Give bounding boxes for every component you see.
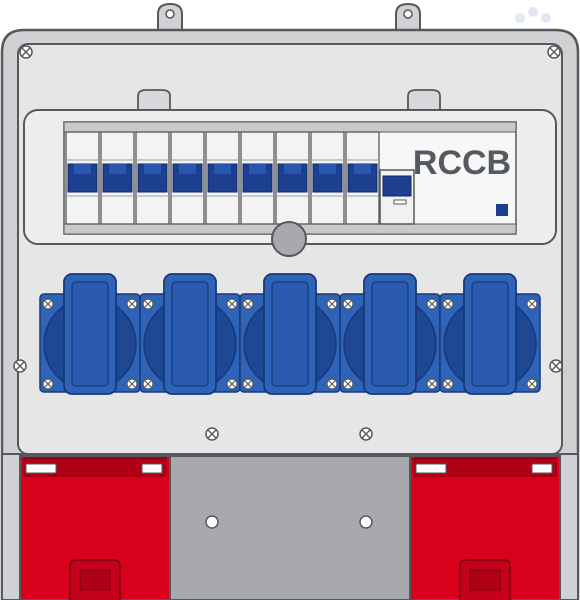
screw-icon <box>526 298 538 310</box>
screw-icon <box>342 378 354 390</box>
rccb-switch <box>379 169 415 225</box>
screw-icon <box>42 298 54 310</box>
schuko-socket <box>139 273 241 395</box>
circuit-breaker <box>100 131 135 225</box>
screw-icon <box>547 45 561 59</box>
screw-icon <box>19 45 33 59</box>
schuko-socket <box>339 273 441 395</box>
screw-icon <box>442 378 454 390</box>
screw-icon <box>242 298 254 310</box>
screw-icon <box>242 378 254 390</box>
circuit-breaker <box>275 131 310 225</box>
breaker-row <box>65 131 380 225</box>
cover-knob <box>271 221 307 257</box>
screw-icon <box>126 378 138 390</box>
indicator-square <box>496 204 508 216</box>
screw-icon <box>142 378 154 390</box>
screw-icon <box>226 298 238 310</box>
screw-icon <box>359 427 373 441</box>
screw-icon <box>42 378 54 390</box>
screw-icon <box>142 298 154 310</box>
rccb-label: RCCB <box>413 144 511 182</box>
circuit-breaker <box>310 131 345 225</box>
screw-icon <box>426 298 438 310</box>
screw-icon <box>342 298 354 310</box>
schuko-socket <box>439 273 541 395</box>
screw-icon <box>326 378 338 390</box>
circuit-breaker <box>170 131 205 225</box>
cover-plate <box>169 455 411 600</box>
plate-hole-left <box>205 515 219 529</box>
circuit-breaker <box>135 131 170 225</box>
mounting-lug-right <box>395 2 421 31</box>
cee-socket-right <box>409 455 561 600</box>
mounting-lug-left <box>157 2 183 31</box>
screw-icon <box>442 298 454 310</box>
screw-icon <box>126 298 138 310</box>
socket-row <box>39 273 541 395</box>
schuko-socket <box>39 273 141 395</box>
screw-icon <box>426 378 438 390</box>
screw-icon <box>226 378 238 390</box>
circuit-breaker <box>240 131 275 225</box>
screw-icon <box>205 427 219 441</box>
cee-socket-left <box>19 455 171 600</box>
screw-icon <box>326 298 338 310</box>
circuit-breaker <box>205 131 240 225</box>
screw-icon <box>526 378 538 390</box>
plate-hole-right <box>359 515 373 529</box>
circuit-breaker <box>345 131 380 225</box>
circuit-breaker <box>65 131 100 225</box>
screw-group <box>13 45 563 441</box>
screw-icon <box>549 359 563 373</box>
screw-icon <box>13 359 27 373</box>
